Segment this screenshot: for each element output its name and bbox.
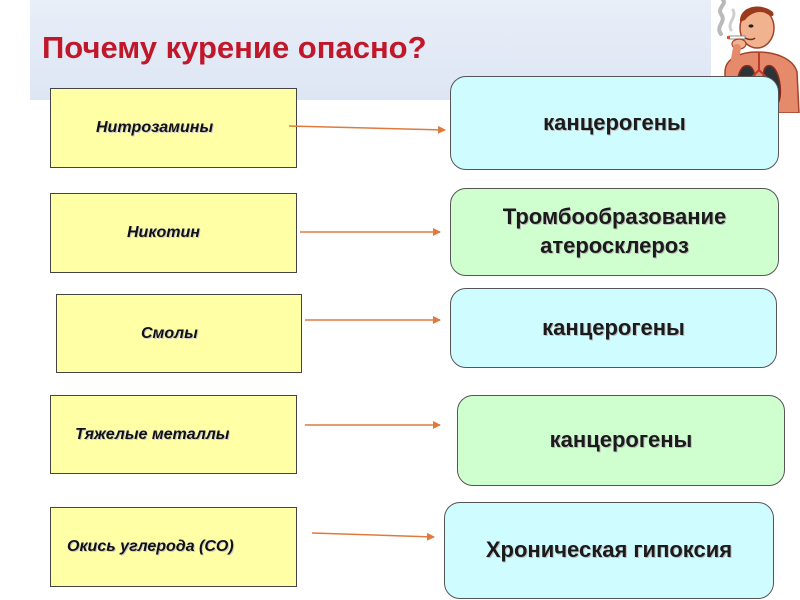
substance-label-nicotine: Никотин: [127, 224, 200, 241]
substance-box-heavy-metals: Тяжелые металлы: [50, 395, 297, 474]
effect-box-carcinogens-1: канцерогены: [450, 76, 779, 170]
page-title: Почему курение опасно?: [42, 30, 427, 65]
substance-label-carbon-monoxide: Окись углерода (CO): [67, 538, 234, 555]
arrow-carbon-monoxide: [311, 532, 435, 541]
substance-label-nitrosamines: Нитрозамины: [96, 119, 214, 136]
substance-box-carbon-monoxide: Окись углерода (CO): [50, 507, 297, 587]
effect-box-chronic-hypoxia: Хроническая гипоксия: [444, 502, 774, 599]
effect-label-carcinogens-3: канцерогены: [549, 427, 693, 453]
substance-box-tars: Смолы: [56, 294, 302, 373]
effect-label-carcinogens-1: канцерогены: [543, 109, 686, 135]
effect-box-thrombosis-atherosclerosis: Тромбообразование атеросклероз: [450, 188, 779, 276]
substance-box-nicotine: Никотин: [50, 193, 297, 273]
effect-box-carcinogens-3: канцерогены: [457, 395, 785, 486]
substance-box-nitrosamines: Нитрозамины: [50, 88, 297, 168]
effect-label-carcinogens-2: канцерогены: [542, 314, 685, 340]
effect-label-thrombosis-atherosclerosis: Тромбообразование атеросклероз: [502, 204, 727, 258]
effect-box-carcinogens-2: канцерогены: [450, 288, 777, 368]
arrow-nitrosamines: [288, 125, 446, 134]
substance-label-heavy-metals: Тяжелые металлы: [75, 425, 230, 443]
substance-label-tars: Смолы: [141, 324, 198, 342]
effect-label-chronic-hypoxia: Хроническая гипоксия: [485, 537, 733, 563]
